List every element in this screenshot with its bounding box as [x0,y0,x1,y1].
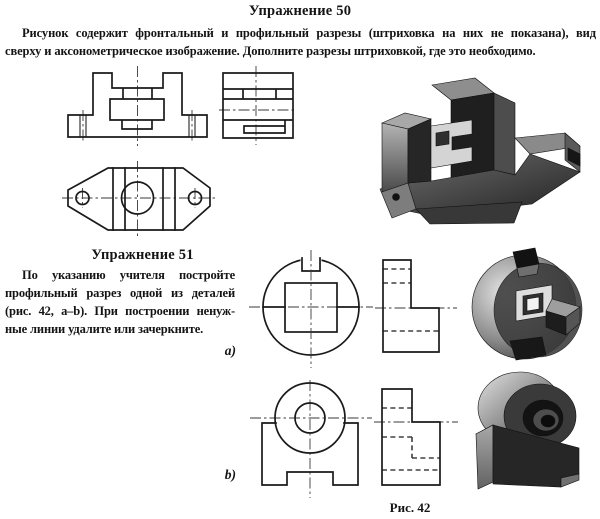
exercise50-paragraph-line: сверху и аксонометрическое изображение. … [5,44,536,58]
detail-a-label: а) [224,343,236,358]
exercise51-paragraph-line: (рис. 42, а–b). При построении ненуж- [5,304,235,318]
detail-a-views [249,250,457,368]
detail-b-front-view [250,380,372,498]
detail-b-side-view [374,388,458,486]
frontal-section-view [67,66,208,146]
exercise50-title: Упражнение 50 [248,3,352,19]
detail-a-front-view [249,250,373,368]
figure-caption: Рис. 42 [389,500,431,515]
exercise50-paragraph: Рисунок содержит фронтальный и профильны… [5,24,596,60]
exercise51-paragraph-line: По указанию учителя постройте [22,268,235,282]
detail-b-views [250,380,458,498]
exercise51-title: Упражнение 51 [91,247,194,263]
detail-a-axonometric-image [471,247,583,361]
exercise50-orthographic-views [62,66,297,237]
exercise50-axonometric-image [379,77,581,225]
detail-b-axonometric-image [475,371,580,490]
detail-b-label: b) [224,467,236,482]
exercise51-paragraph: По указанию учителя постройте профильный… [5,266,235,338]
exercise51-paragraph-line: профильный разрез одной из деталей [5,286,235,300]
profile-section-view [219,66,297,145]
detail-a-side-view [375,259,457,353]
top-view [62,161,216,237]
exercise51-paragraph-line: ные линии удалите или зачеркните. [5,322,204,336]
exercise50-paragraph-line: Рисунок содержит фронтальный и профильны… [22,26,596,40]
